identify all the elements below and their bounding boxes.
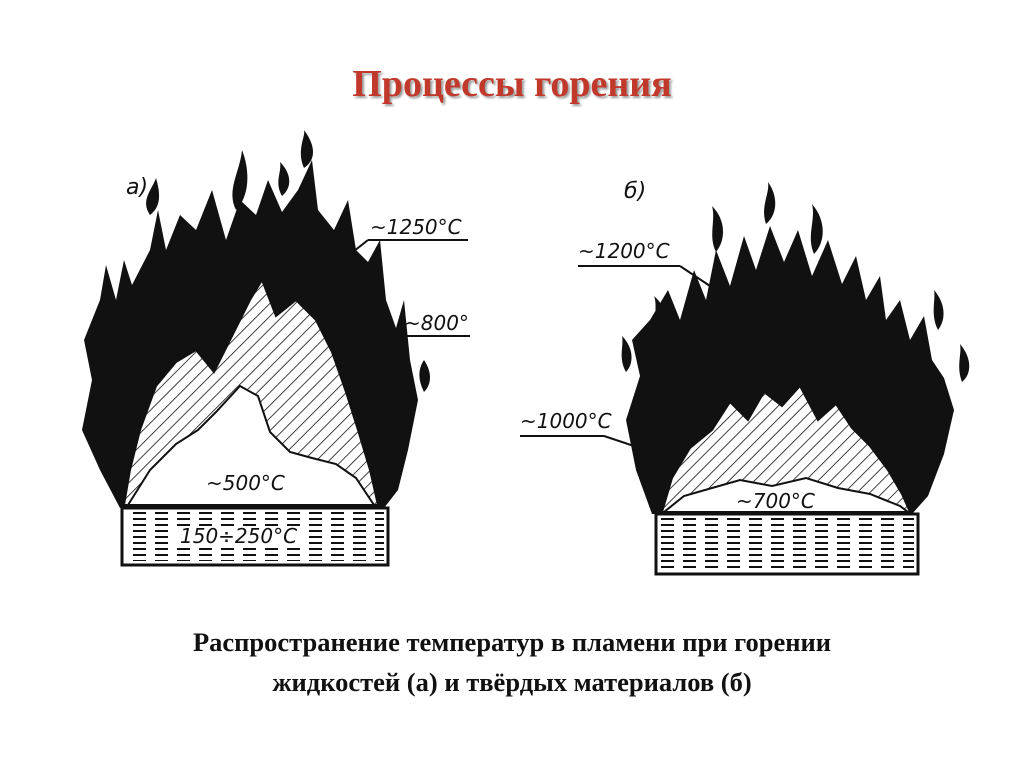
caption-line-2: жидкостей (а) и твёрдых материалов (б) bbox=[0, 662, 1024, 702]
figure-b: б) ~1200°С ~1000°С ~700°С bbox=[520, 179, 969, 574]
panel-label-a: а) bbox=[126, 175, 148, 200]
panel-label-b: б) bbox=[624, 179, 646, 204]
caption: Распространение температур в пламени при… bbox=[0, 622, 1024, 702]
figure-a: а) ~1250°С ~800° ~500°С 150÷250°С bbox=[82, 130, 470, 565]
flame-a-tongue-4 bbox=[278, 162, 289, 196]
flame-b-tongue-5 bbox=[934, 290, 944, 330]
flame-b-tongue-3 bbox=[811, 204, 823, 254]
temp-label-b-top: ~1200°С bbox=[578, 239, 670, 263]
temp-label-b-surface: ~700°С bbox=[736, 489, 815, 513]
caption-line-1: Распространение температур в пламени при… bbox=[0, 622, 1024, 662]
flame-b-tongue-6 bbox=[959, 344, 969, 382]
temp-label-a-middle: ~800° bbox=[404, 311, 469, 335]
temp-label-a-liquid: 150÷250°С bbox=[180, 524, 297, 548]
flame-a-tongue-2 bbox=[232, 150, 247, 210]
temp-label-a-top: ~1250°С bbox=[370, 215, 462, 239]
flame-b-tongue-2 bbox=[764, 182, 775, 224]
flame-b-tongue-1 bbox=[712, 206, 723, 252]
temp-label-a-inner: ~500°С bbox=[206, 471, 285, 495]
flame-b-tongue-7 bbox=[622, 336, 632, 372]
temp-label-b-side: ~1000°С bbox=[520, 409, 612, 433]
flame-a-tongue-6 bbox=[419, 360, 430, 392]
